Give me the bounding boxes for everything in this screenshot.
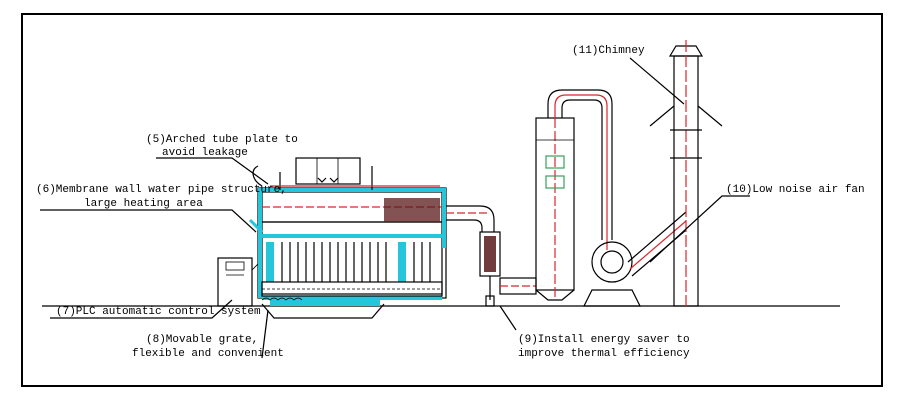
label-grate-2: flexible and convenient: [132, 348, 284, 360]
label-chimney: (11)Chimney: [572, 45, 645, 57]
label-arched-1: (5)Arched tube plate to: [146, 134, 298, 146]
label-arched-2: avoid leakage: [162, 147, 248, 159]
plc-cabinet: [217, 257, 261, 307]
diagram-frame: [21, 13, 883, 387]
connecting-pipe: [499, 277, 537, 295]
u-duct: [547, 89, 613, 250]
label-membrane-2: large heating area: [84, 198, 203, 210]
label-saver-2: improve thermal efficiency: [518, 348, 690, 360]
label-air-fan: (10)Low noise air fan: [726, 184, 865, 196]
chimney-stack: [649, 40, 723, 307]
energy-saver: [479, 231, 501, 307]
boiler-body: [248, 187, 447, 300]
label-membrane-1: (6)Membrane wall water pipe structure,: [36, 184, 287, 196]
air-fan: [583, 211, 687, 307]
leader-lines: [40, 57, 750, 359]
dust-collector-tower: [535, 117, 575, 301]
movable-grate: [261, 297, 385, 319]
flue-duct: [446, 205, 495, 232]
label-plc: (7)PLC automatic control system: [56, 306, 261, 318]
label-saver-1: (9)Install energy saver to: [518, 334, 690, 346]
label-grate-1: (8)Movable grate,: [146, 334, 258, 346]
top-piping: [270, 157, 440, 190]
arched-tube-plate: [252, 165, 263, 187]
